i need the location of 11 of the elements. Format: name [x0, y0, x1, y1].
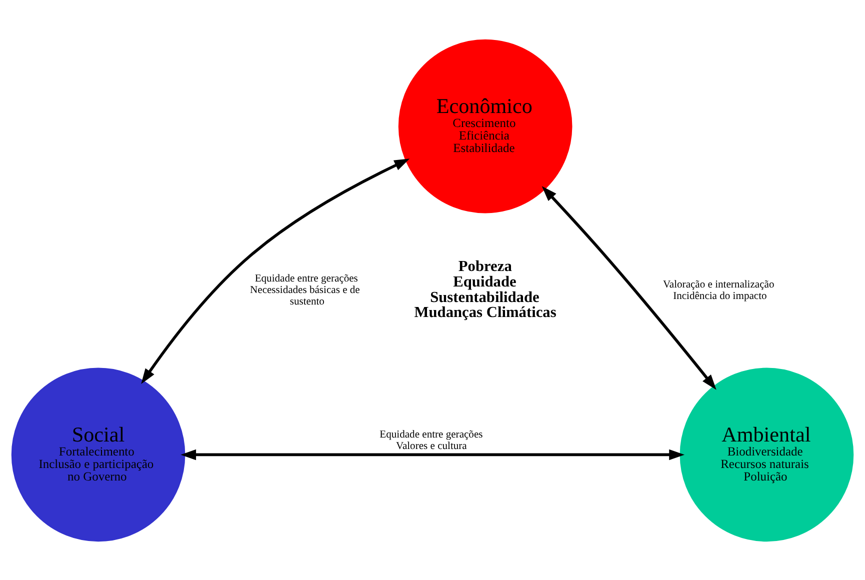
label: Pobreza [458, 258, 512, 275]
label: Equidade [453, 272, 516, 290]
arrow [180, 448, 685, 460]
arrow [141, 158, 410, 384]
edge-label: Equidade entre gerações Valores e cultura [380, 428, 483, 452]
node-circle: Ambiental Biodiversidade Recursos naturais Poluição [680, 367, 854, 542]
arrow [542, 186, 716, 390]
label: Mudanças Climáticas [414, 304, 556, 321]
edge-label: Equidade entre gerações Necessidades básicas e de sustento [250, 273, 360, 308]
node-circle: Econômico Crescimento Eficiência Estabilidade [398, 38, 572, 213]
edge-label: Valoração e internalização Incidência do impacto [662, 278, 774, 302]
